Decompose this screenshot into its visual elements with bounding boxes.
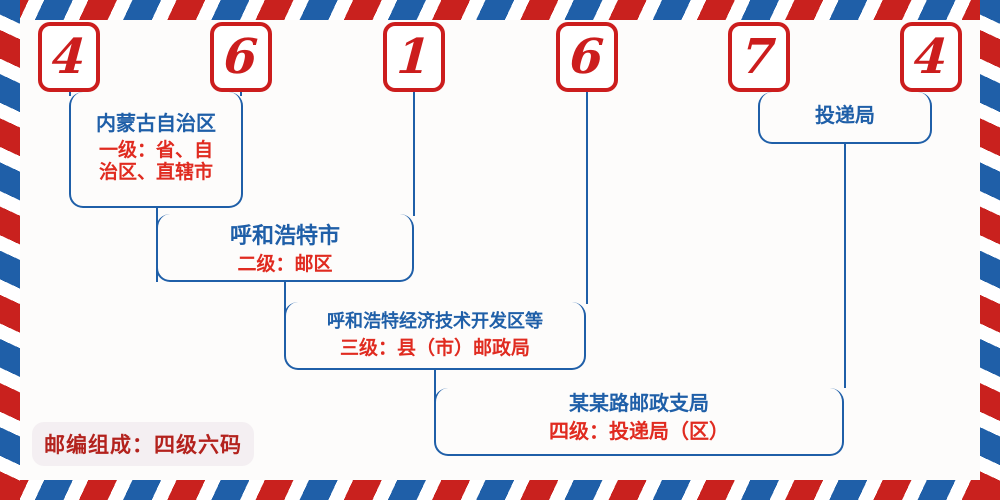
envelope-border-left — [0, 0, 20, 500]
level-1-level-label: 一级：省、自 治区、直辖市 — [98, 139, 213, 183]
level-4-level-label: 四级：投递局（区） — [549, 419, 729, 443]
connector-digit2 — [240, 92, 242, 96]
postcode-digit-4[interactable]: 6 — [556, 22, 618, 92]
envelope-border-right — [980, 0, 1000, 500]
envelope-border-top — [0, 0, 1000, 20]
digit-glyph: 6 — [568, 29, 606, 85]
level-2-bracket — [156, 214, 414, 282]
level-4-bracket — [434, 388, 844, 456]
digit-glyph: 1 — [395, 29, 433, 85]
postcode-digit-2[interactable]: 6 — [210, 22, 272, 92]
level-3-level-label: 三级：县（市）邮政局 — [339, 337, 530, 359]
level-1-place: 内蒙古自治区 — [96, 111, 216, 135]
digit-glyph: 4 — [912, 29, 950, 85]
postcode-digit-5[interactable]: 7 — [728, 22, 790, 92]
level-3-place: 呼和浩特经济技术开发区等 — [327, 311, 543, 332]
connector-digit3-upper — [413, 92, 415, 216]
postcode-digit-6[interactable]: 4 — [900, 22, 962, 92]
digit-glyph: 4 — [50, 29, 88, 85]
delivery-node-bracket — [758, 92, 932, 144]
connector-delivery-to-level4 — [844, 144, 846, 388]
connector-digit1 — [69, 92, 71, 96]
composition-badge: 邮编组成：四级六码 — [32, 422, 254, 466]
level-1-bracket — [69, 92, 243, 208]
connector-digit4-upper — [586, 92, 588, 304]
level-3-bracket — [284, 302, 586, 370]
delivery-node-label: 投递局 — [815, 103, 875, 127]
postcode-digit-3[interactable]: 1 — [383, 22, 445, 92]
envelope-border-bottom — [0, 480, 1000, 500]
level-2-place: 呼和浩特市 — [229, 223, 340, 249]
digit-glyph: 6 — [222, 29, 260, 85]
digit-glyph: 7 — [740, 29, 778, 85]
level-2-level-label: 二级：邮区 — [237, 253, 333, 275]
postcode-digit-1[interactable]: 4 — [38, 22, 100, 92]
composition-badge-label: 邮编组成：四级六码 — [44, 432, 242, 457]
level-4-place: 某某路邮政支局 — [569, 391, 709, 415]
